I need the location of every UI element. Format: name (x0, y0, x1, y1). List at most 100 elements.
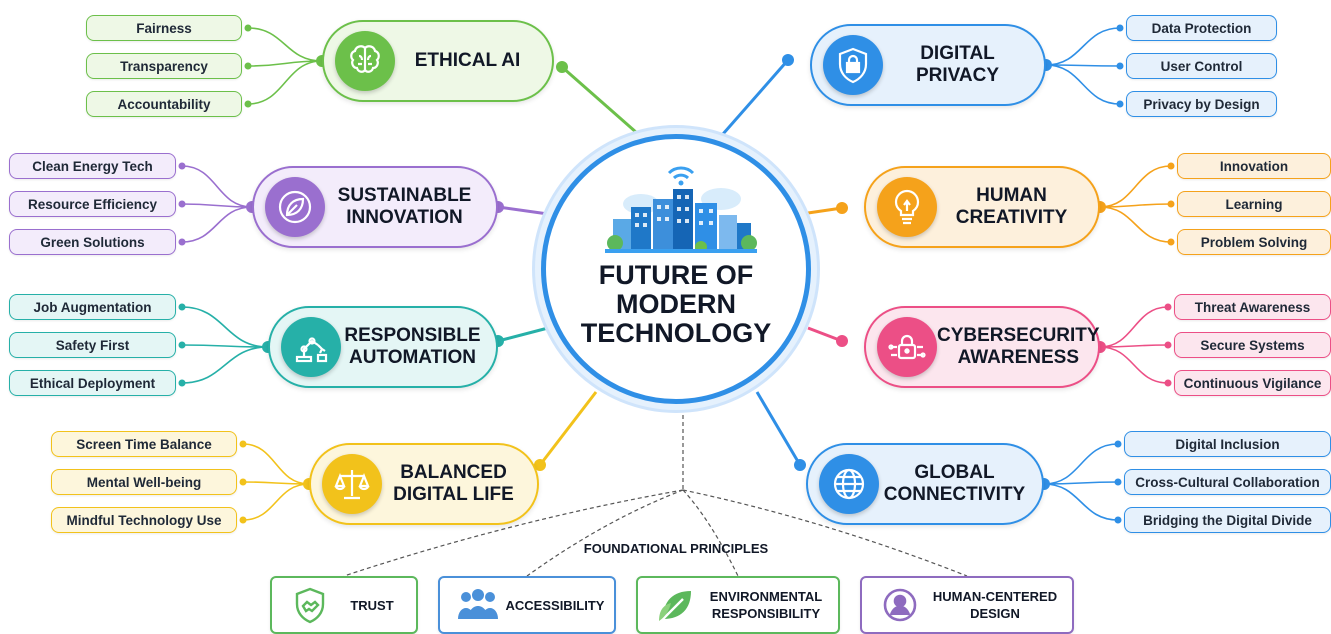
subtopic-pill[interactable]: Transparency (86, 53, 242, 79)
subtopic-pill[interactable]: Resource Efficiency (9, 191, 176, 217)
branch-line (242, 481, 310, 485)
hub-connector (561, 65, 638, 135)
connector-dot (534, 459, 546, 471)
branch-line (181, 346, 269, 384)
subtopic-pill[interactable]: Green Solutions (9, 229, 176, 255)
leaf-circle-icon (265, 177, 325, 237)
principle-card[interactable]: ACCESSIBILITY (438, 576, 616, 634)
subtopic-pill[interactable]: Digital Inclusion (1124, 431, 1331, 457)
branch-line (1099, 306, 1169, 348)
branch-line (1099, 203, 1172, 208)
subtopic-pill[interactable]: Continuous Vigilance (1174, 370, 1331, 396)
robot-arm-icon (281, 317, 341, 377)
branch-line (1099, 344, 1169, 348)
branch-end-dot (1167, 162, 1175, 170)
subtopic-pill[interactable]: Secure Systems (1174, 332, 1331, 358)
branch-end-dot (1164, 341, 1172, 349)
branch-end-dot (239, 440, 247, 448)
topic-node[interactable]: SUSTAINABLE INNOVATION (252, 166, 498, 248)
subtopic-pill[interactable]: Mindful Technology Use (51, 507, 237, 533)
handshake-shield-icon (286, 585, 334, 625)
branch-end-dot (178, 200, 186, 208)
lightbulb-icon (877, 177, 937, 237)
principle-card[interactable]: HUMAN-CENTERED DESIGN (860, 576, 1074, 634)
subtopic-pill[interactable]: Clean Energy Tech (9, 153, 176, 179)
branch-line (1045, 64, 1121, 105)
globe-icon (819, 454, 879, 514)
branch-line (1043, 481, 1119, 485)
topic-label: DIGITAL PRIVACY (915, 43, 1000, 86)
branch-end-dot (1164, 379, 1172, 387)
principle-card[interactable]: ENVIRONMENTAL RESPONSIBILITY (636, 576, 840, 634)
topic-label: GLOBAL CONNECTIVITY (883, 462, 1026, 505)
subtopic-pill[interactable]: Ethical Deployment (9, 370, 176, 396)
subtopic-pill[interactable]: Mental Well-being (51, 469, 237, 495)
topic-node[interactable]: DIGITAL PRIVACY (810, 24, 1046, 106)
principle-card[interactable]: TRUST (270, 576, 418, 634)
branch-end-dot (239, 478, 247, 486)
foundation-connector (682, 489, 968, 577)
subtopic-pill[interactable]: Learning (1177, 191, 1331, 217)
foundation-connector (682, 489, 739, 577)
subtopic-pill[interactable]: Screen Time Balance (51, 431, 237, 457)
branch-end-dot (178, 341, 186, 349)
subtopic-pill[interactable]: User Control (1126, 53, 1277, 79)
foundation-connector (526, 489, 684, 577)
branch-line (181, 306, 269, 348)
subtopic-pill[interactable]: Privacy by Design (1126, 91, 1277, 117)
branch-end-dot (239, 516, 247, 524)
branch-line (242, 483, 310, 521)
branch-end-dot (178, 303, 186, 311)
padlock-circuit-icon (877, 317, 937, 377)
principle-label: ENVIRONMENTAL RESPONSIBILITY (709, 589, 823, 621)
topic-node[interactable]: GLOBAL CONNECTIVITY (806, 443, 1044, 525)
branch-end-dot (1116, 24, 1124, 32)
branch-end-dot (178, 162, 186, 170)
topic-node[interactable]: ETHICAL AI (322, 20, 554, 102)
subtopic-pill[interactable]: Innovation (1177, 153, 1331, 179)
branch-end-dot (1114, 478, 1122, 486)
branch-line (247, 60, 323, 67)
connector-dot (836, 202, 848, 214)
leaf-icon (652, 585, 700, 625)
smart-city-icon (605, 166, 757, 253)
principle-label: TRUST (350, 597, 394, 613)
hub-connector (807, 326, 843, 343)
person-circle-icon (876, 585, 924, 625)
subtopic-pill[interactable]: Fairness (86, 15, 242, 41)
topic-label: ETHICAL AI (414, 50, 521, 71)
subtopic-pill[interactable]: Cross-Cultural Collaboration (1124, 469, 1331, 495)
topic-node[interactable]: HUMAN CREATIVITY (864, 166, 1100, 248)
branch-end-dot (244, 62, 252, 70)
hub-connector (721, 59, 790, 135)
branch-line (242, 443, 310, 485)
topic-node[interactable]: BALANCED DIGITAL LIFE (309, 443, 539, 525)
branch-end-dot (1116, 100, 1124, 108)
branch-end-dot (1116, 62, 1124, 70)
topic-node[interactable]: CYBERSECURITY AWARENESS (864, 306, 1100, 388)
subtopic-pill[interactable]: Accountability (86, 91, 242, 117)
subtopic-pill[interactable]: Data Protection (1126, 15, 1277, 41)
topic-label: BALANCED DIGITAL LIFE (393, 462, 514, 505)
shield-lock-icon (823, 35, 883, 95)
hub-connector (538, 391, 598, 466)
topic-node[interactable]: RESPONSIBLE AUTOMATION (268, 306, 498, 388)
subtopic-pill[interactable]: Problem Solving (1177, 229, 1331, 255)
subtopic-pill[interactable]: Bridging the Digital Divide (1124, 507, 1331, 533)
branch-line (1099, 346, 1169, 384)
subtopic-pill[interactable]: Job Augmentation (9, 294, 176, 320)
branch-end-dot (1114, 440, 1122, 448)
central-hub: FUTURE OF MODERN TECHNOLOGY (541, 134, 811, 404)
branch-line (181, 344, 269, 348)
branch-end-dot (1114, 516, 1122, 524)
branch-end-dot (178, 379, 186, 387)
brain-icon (335, 31, 395, 91)
branch-end-dot (244, 100, 252, 108)
subtopic-pill[interactable]: Safety First (9, 332, 176, 358)
subtopic-pill[interactable]: Threat Awareness (1174, 294, 1331, 320)
branch-line (181, 203, 253, 208)
hub-connector (497, 326, 549, 343)
central-title: FUTURE OF MODERN TECHNOLOGY (580, 260, 772, 348)
principle-label: ACCESSIBILITY (505, 597, 605, 613)
